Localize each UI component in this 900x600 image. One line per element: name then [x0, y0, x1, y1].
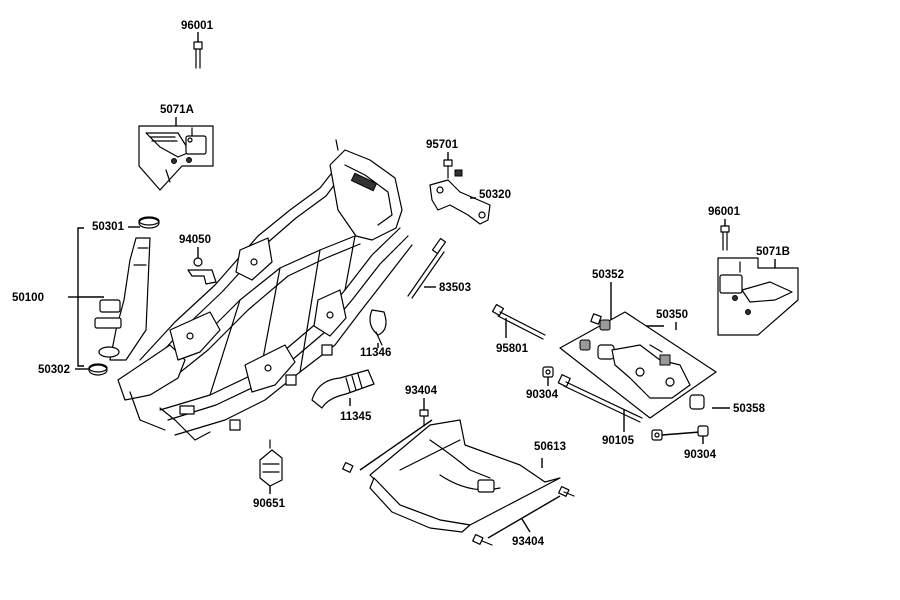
duct-11345 [311, 369, 375, 409]
cap-50301 [138, 216, 160, 229]
label-95701: 95701 [426, 139, 459, 151]
footrest-5071a [138, 125, 214, 191]
label-5071b: 5071B [756, 246, 790, 258]
screw-93404-lower-b [472, 533, 493, 546]
engine-hanger-50350 [559, 311, 717, 419]
label-50350: 50350 [656, 309, 688, 321]
cap-50302 [88, 363, 108, 376]
label-90651: 90651 [253, 498, 286, 510]
rod-83503 [407, 237, 447, 299]
label-5071a: 5071A [160, 104, 194, 116]
main-frame [117, 139, 413, 441]
clip-94050 [187, 257, 217, 285]
under-cover-50613 [369, 419, 561, 533]
bolt-96001-top [193, 32, 203, 69]
bolt-90105 [557, 374, 643, 423]
nut-90304-upper [542, 366, 554, 378]
label-90304-lower: 90304 [684, 449, 717, 461]
bracket-90651 [259, 439, 283, 487]
label-93404-upper: 93404 [405, 385, 438, 397]
label-93404-lower: 93404 [512, 536, 545, 548]
label-50358: 50358 [733, 403, 766, 415]
clamp-11346 [369, 309, 387, 346]
screw-93404-lower-a [558, 485, 575, 497]
label-83503: 83503 [439, 282, 471, 294]
label-50352: 50352 [592, 269, 624, 281]
label-50302: 50302 [38, 364, 70, 376]
bracket-50320 [429, 179, 491, 225]
label-94050: 94050 [179, 234, 211, 246]
nut-90304-lower-b [697, 425, 709, 437]
label-50100: 50100 [12, 292, 44, 304]
label-96001-top: 96001 [181, 20, 214, 32]
label-50613: 50613 [534, 441, 566, 453]
bolt-95701 [443, 159, 463, 179]
label-11345: 11345 [340, 411, 372, 423]
label-95801: 95801 [496, 343, 529, 355]
screw-93404-upper [419, 409, 429, 427]
label-96001-right: 96001 [708, 206, 741, 218]
nut-90304-lower [651, 429, 663, 441]
screw-93404-left [342, 461, 354, 473]
steering-head-50100 [94, 237, 151, 361]
footrest-5071b [717, 257, 799, 336]
label-50301: 50301 [92, 221, 125, 233]
label-11346: 11346 [360, 347, 391, 359]
label-90304-upper: 90304 [526, 389, 559, 401]
label-90105: 90105 [602, 435, 635, 447]
bolt-96001-right [720, 225, 730, 251]
bolt-95801 [491, 303, 546, 340]
label-50320: 50320 [479, 189, 511, 201]
